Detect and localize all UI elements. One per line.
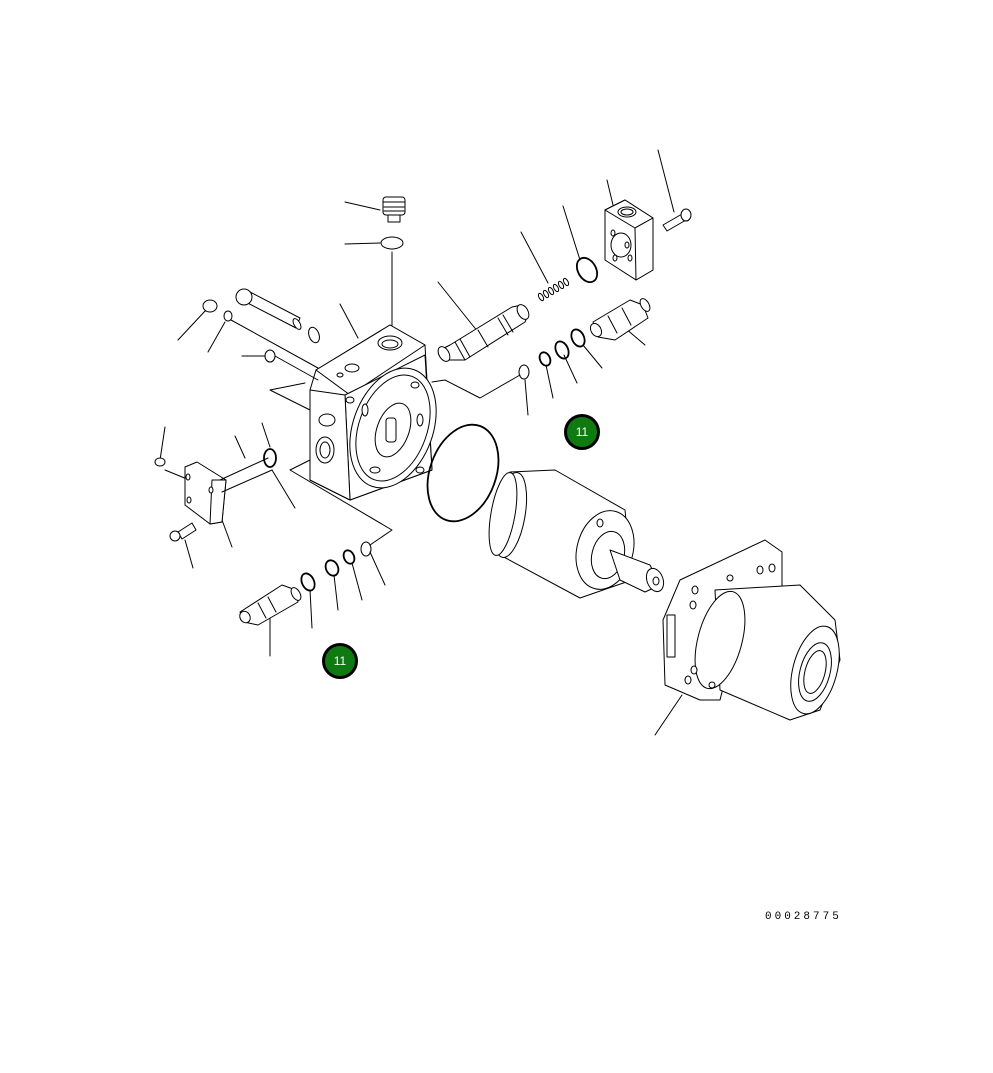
large-o-ring	[426, 423, 500, 523]
final-drive-housing	[662, 539, 841, 721]
leader-lines	[159, 149, 683, 736]
block	[604, 199, 654, 281]
tie-rod	[230, 319, 319, 369]
washer	[308, 326, 320, 344]
hydraulic-motor	[488, 469, 665, 599]
callout-badge-lower[interactable]: 11	[322, 643, 358, 679]
o-ring	[575, 256, 599, 284]
reference-number: 00028775	[765, 911, 842, 923]
bolt	[662, 208, 692, 232]
relief-valve-upper	[589, 298, 651, 341]
spool	[437, 304, 530, 362]
long-bolt	[235, 288, 302, 330]
o-ring-set-lower	[300, 541, 372, 592]
valve-body	[309, 324, 437, 501]
o-ring-set-upper	[518, 328, 586, 380]
plug-top	[380, 196, 406, 250]
bolt-lower-left	[169, 522, 197, 542]
cover-plate	[154, 448, 277, 525]
relief-valve-lower	[239, 584, 302, 626]
callout-badge-upper[interactable]: 11	[564, 414, 600, 450]
plug-small	[202, 299, 233, 322]
spring	[537, 277, 570, 302]
plug-mid	[264, 349, 319, 381]
